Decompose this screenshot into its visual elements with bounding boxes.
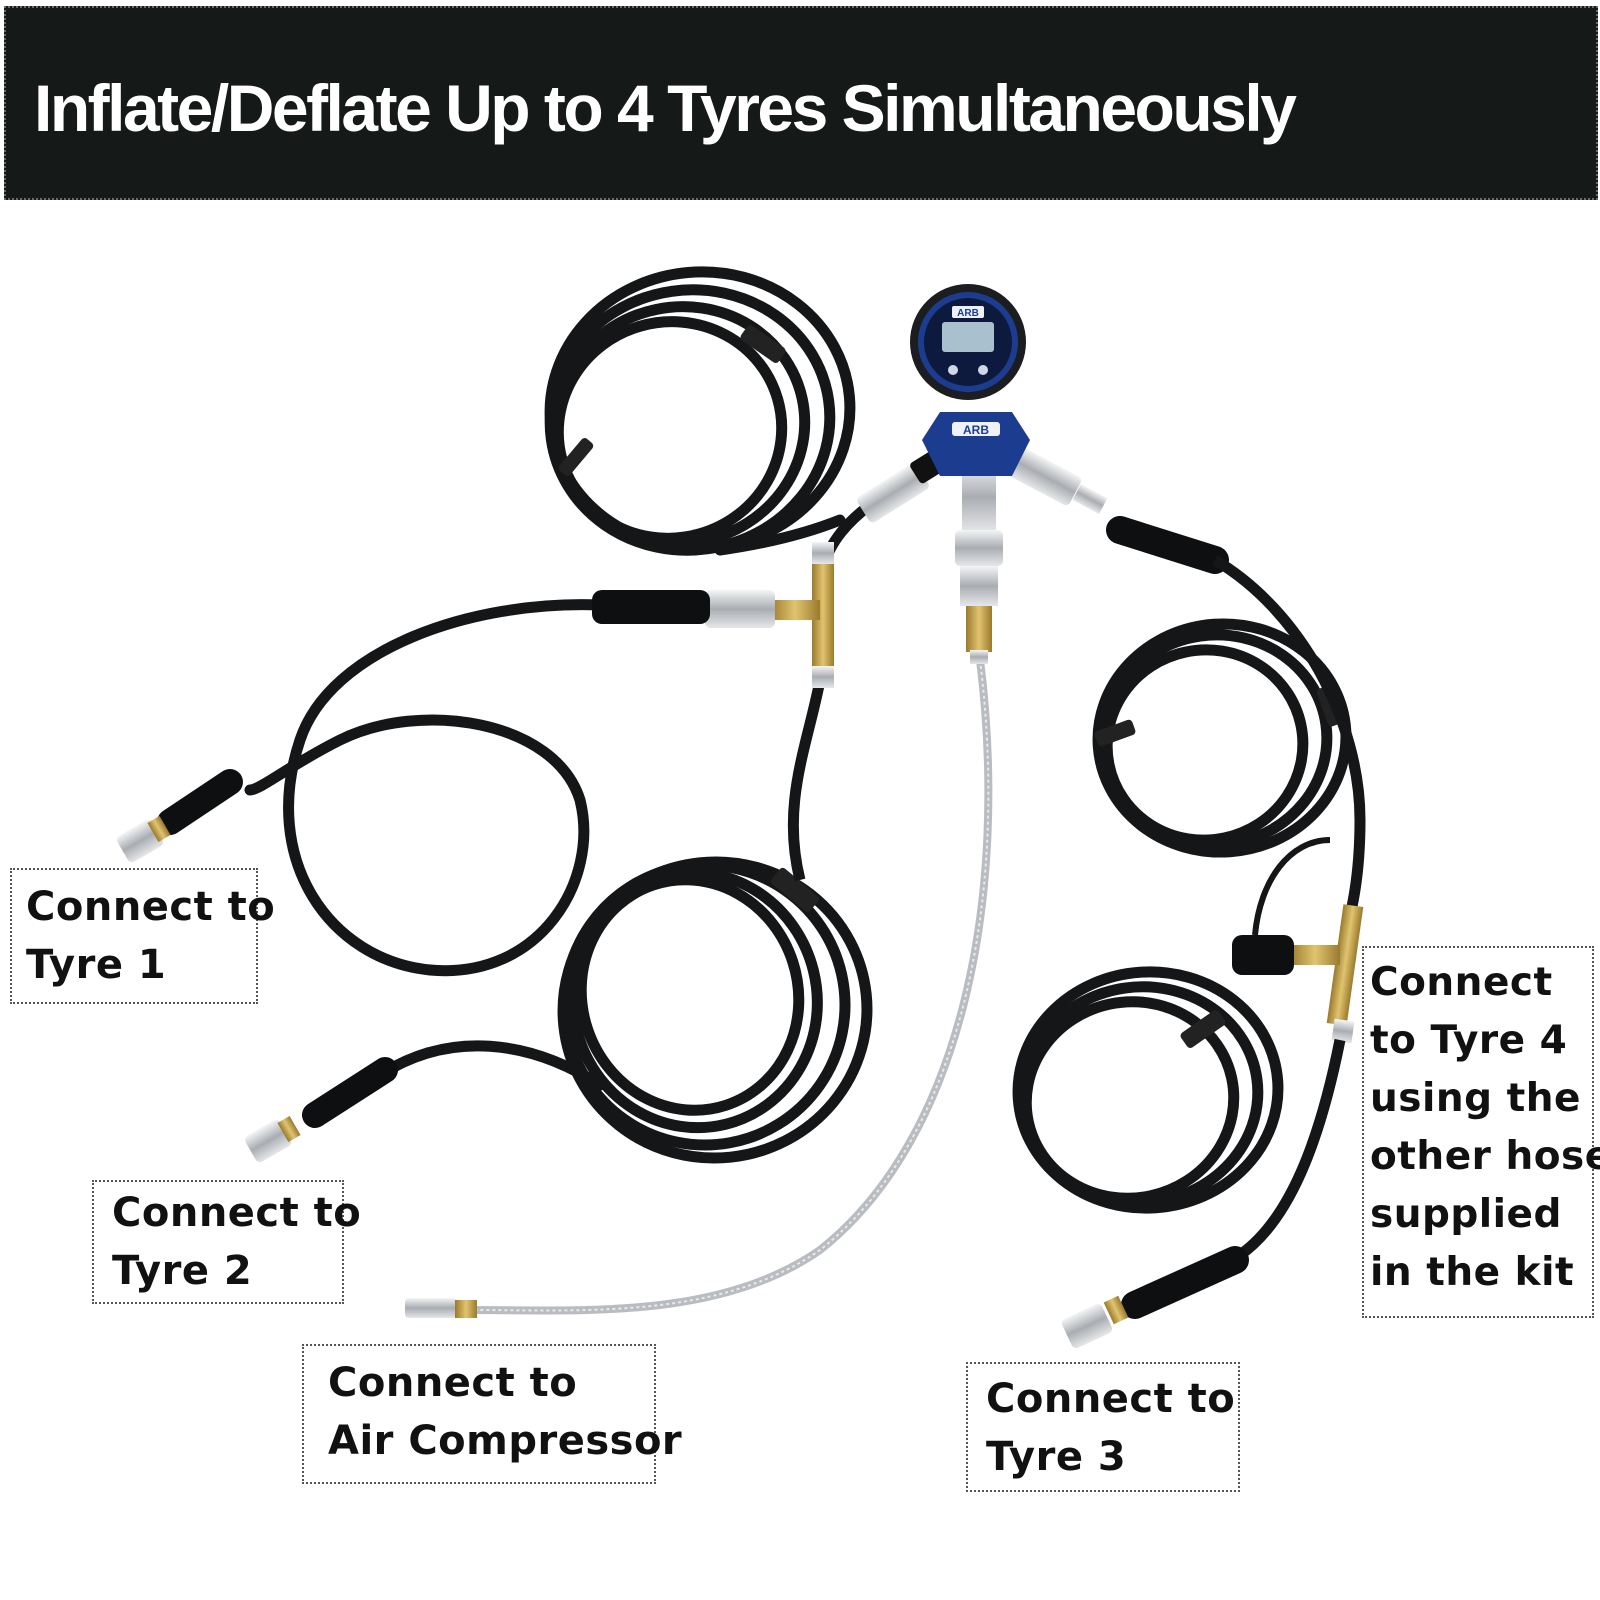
velcro-strap <box>771 867 819 913</box>
power-button-icon <box>948 365 958 375</box>
hose-tyre-3 <box>1236 1038 1346 1260</box>
label-line: Connect to <box>986 1376 1236 1422</box>
velcro-strap <box>740 325 786 363</box>
hose-tyre-2 <box>374 1040 606 1091</box>
label-line: Connect <box>1370 960 1553 1005</box>
label-line: using the <box>1370 1076 1581 1121</box>
velcro-strap <box>1094 719 1136 747</box>
chuck-tyre-2 <box>245 1119 291 1163</box>
hose-manifold-right <box>1212 555 1366 933</box>
manifold-brand: ARB <box>963 423 989 437</box>
hose-coil-right-lower <box>1012 966 1284 1214</box>
hose-grip-tyre-3 <box>1121 1246 1249 1319</box>
label-line: Tyre 1 <box>26 942 167 988</box>
hose-grip-tyre-1 <box>157 769 243 835</box>
hose-coil-lower-middle <box>557 856 873 1164</box>
light-button-icon <box>978 365 988 375</box>
t-fitting-left <box>592 542 834 688</box>
chuck-tyre-1 <box>117 819 163 863</box>
chuck-tyre-3 <box>1061 1303 1113 1349</box>
label-line: Air Compressor <box>328 1418 683 1464</box>
manifold-block: ARB <box>922 412 1030 476</box>
hose-grip-manifold-right <box>1106 516 1229 574</box>
label-line: Connect to <box>328 1360 578 1406</box>
hose-t-to-coil <box>787 669 828 882</box>
label-connect-air-compressor: Connect to Air Compressor <box>302 1344 683 1484</box>
label-line: Connect to <box>112 1190 362 1236</box>
label-connect-tyre-4: Connect to Tyre 4 using the other hose s… <box>1362 946 1600 1318</box>
label-line: Tyre 2 <box>112 1248 253 1294</box>
label-line: to Tyre 4 <box>1370 1018 1568 1063</box>
hose-coil-top-left <box>544 266 856 556</box>
label-line: in the kit <box>1370 1250 1575 1295</box>
air-compressor-connector <box>405 1298 477 1318</box>
cap-tether <box>1252 837 1331 936</box>
label-line: other hose <box>1370 1134 1600 1179</box>
label-connect-tyre-2: Connect to Tyre 2 <box>92 1180 362 1304</box>
label-connect-tyre-1: Connect to Tyre 1 <box>10 868 276 1004</box>
label-connect-tyre-3: Connect to Tyre 3 <box>966 1362 1240 1492</box>
velcro-strap <box>1180 1010 1226 1048</box>
hose-tyre-1 <box>244 599 606 977</box>
label-line: supplied <box>1370 1192 1562 1237</box>
gauge-brand: ARB <box>957 308 979 319</box>
gauge-lcd-screen <box>942 322 994 352</box>
label-line: Tyre 3 <box>986 1434 1127 1480</box>
t-fitting-right <box>1232 904 1364 1044</box>
label-line: Connect to <box>26 884 276 930</box>
hose-grip-tyre-2 <box>302 1057 398 1128</box>
velcro-strap <box>558 438 594 476</box>
banner-title: Inflate/Deflate Up to 4 Tyres Simultaneo… <box>34 71 1297 145</box>
manifold-stem <box>955 462 1003 664</box>
title-banner: Inflate/Deflate Up to 4 Tyres Simultaneo… <box>4 6 1598 200</box>
digital-gauge: ARB <box>910 284 1026 400</box>
